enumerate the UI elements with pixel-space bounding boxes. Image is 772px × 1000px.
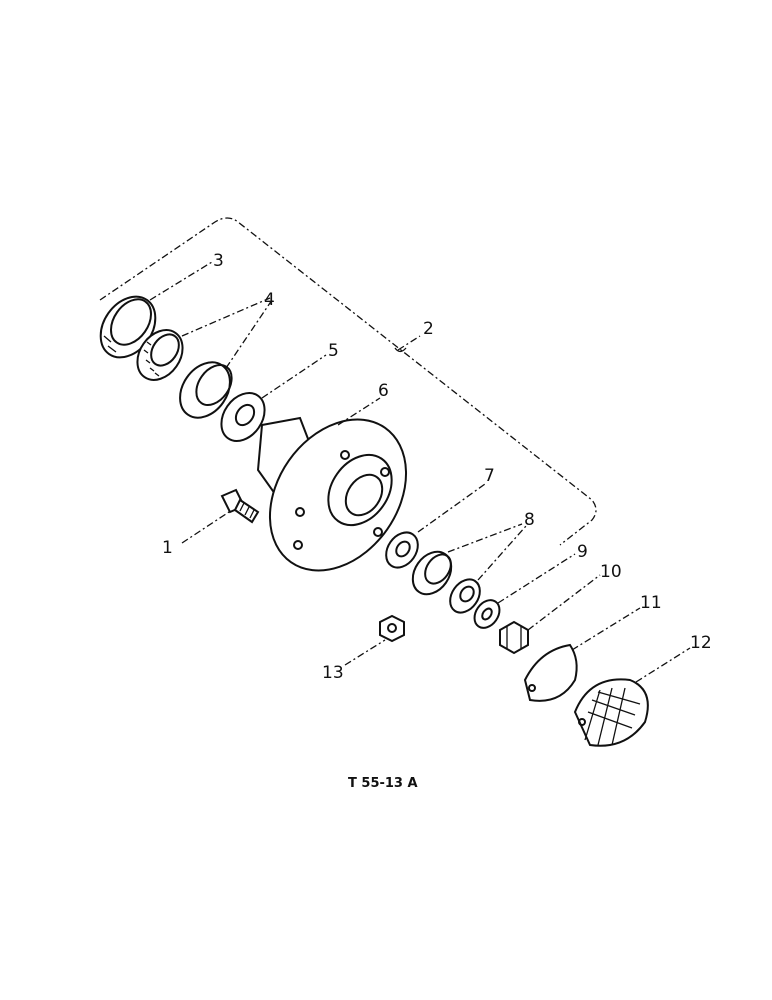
leader-8b (477, 525, 527, 581)
leader-4a (181, 297, 271, 337)
leader-3 (149, 261, 213, 301)
callout-12: 12 (690, 633, 712, 653)
part-1-wheel-stud (220, 488, 260, 524)
callout-7: 7 (484, 466, 495, 486)
leader-1 (181, 509, 233, 544)
part-8-bearing-cone (449, 578, 481, 614)
leader-11 (571, 607, 641, 651)
leader-6 (337, 397, 381, 426)
part-11-gasket (523, 643, 578, 702)
leader-2 (397, 335, 421, 351)
callout-6: 6 (378, 381, 389, 401)
leader-8a (447, 523, 523, 553)
bracket-tick-2 (394, 347, 407, 353)
figure-reference-code: T 55-13 A (348, 776, 418, 791)
leader-4b (225, 299, 273, 369)
part-4-bearing-cone (136, 329, 184, 381)
callout-4: 4 (264, 290, 275, 310)
callout-8: 8 (524, 510, 535, 530)
callout-5: 5 (328, 341, 339, 361)
part-10-castle-nut (499, 620, 529, 655)
part-13-stud-nut (379, 614, 405, 643)
callout-13: 13 (322, 663, 344, 683)
part-12-hub-cap (573, 678, 649, 747)
part-5-seal (220, 392, 266, 442)
part-3-bearing-cup (99, 295, 157, 359)
callout-11: 11 (640, 593, 662, 613)
callout-9: 9 (577, 542, 588, 562)
part-6-hub (256, 416, 408, 572)
part-9-washer (473, 599, 501, 629)
leader-7 (417, 483, 486, 533)
assembly-bracket (99, 217, 597, 546)
leader-10 (527, 574, 601, 631)
part-4-bearing-cup (179, 361, 233, 419)
callout-10: 10 (600, 562, 622, 582)
part-7-seal (385, 531, 419, 569)
callout-2: 2 (423, 319, 434, 339)
leader-13 (344, 639, 386, 666)
leader-5 (261, 354, 327, 399)
callout-3: 3 (213, 251, 224, 271)
leader-9 (497, 553, 576, 604)
leader-12 (635, 647, 691, 683)
callout-1: 1 (162, 538, 173, 558)
part-8-bearing-cup (411, 550, 453, 596)
